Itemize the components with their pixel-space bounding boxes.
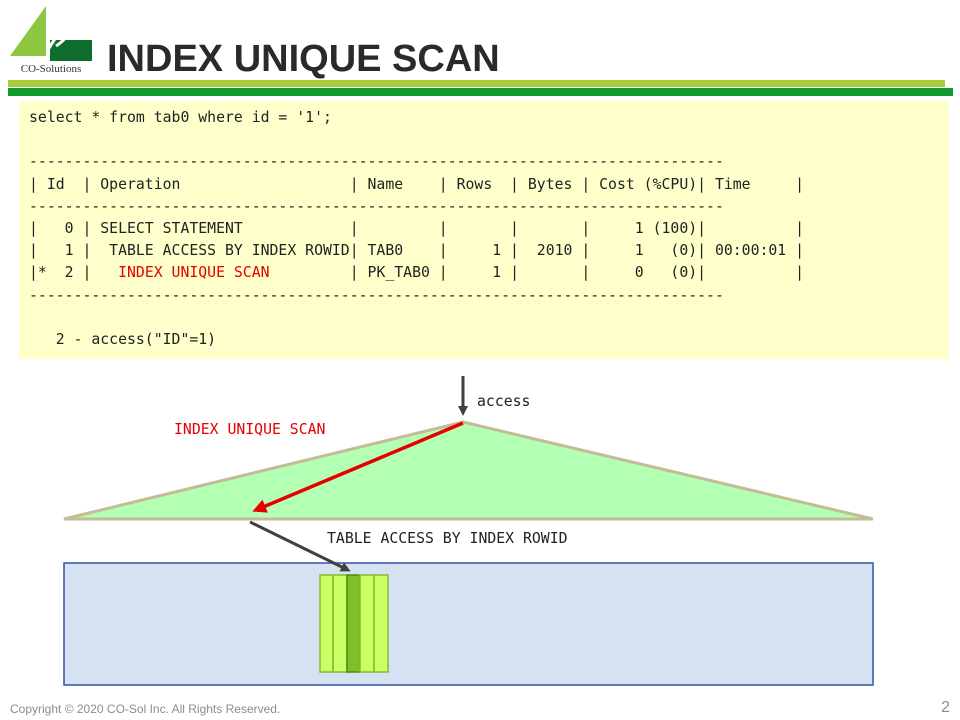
index-unique-scan-label: INDEX UNIQUE SCAN xyxy=(174,421,326,438)
plan-row-2-suffix: | PK_TAB0 | 1 | | 0 (0)| | xyxy=(269,264,805,282)
plan-row-2-prefix: |* 2 | xyxy=(29,264,119,282)
index-tree-triangle xyxy=(63,420,874,521)
table-data-blocks xyxy=(319,574,389,673)
table-block xyxy=(63,562,874,686)
plan-divider-bottom: ----------------------------------------… xyxy=(29,286,724,304)
logo-swoosh xyxy=(46,24,72,51)
predicate-info: 2 - access("ID"=1) xyxy=(29,331,217,349)
target-data-block xyxy=(346,574,361,673)
plan-row-2-operation: INDEX UNIQUE SCAN xyxy=(118,264,270,282)
plan-divider-top: ----------------------------------------… xyxy=(29,153,724,171)
index-scan-arrow xyxy=(252,421,464,513)
plan-row-2: |* 2 | INDEX UNIQUE SCAN | PK_TAB0 | 1 |… xyxy=(29,264,804,281)
sql-query: select * from tab0 where id = '1'; xyxy=(29,109,332,126)
page-title: INDEX UNIQUE SCAN xyxy=(107,38,500,80)
execution-plan-block: select * from tab0 where id = '1'; -----… xyxy=(19,101,949,359)
data-block xyxy=(319,574,334,673)
title-underline-light xyxy=(8,80,945,87)
data-block xyxy=(373,574,389,673)
access-label: access xyxy=(477,393,531,410)
title-underline-dark xyxy=(8,88,953,96)
copyright-footer: Copyright © 2020 CO-Sol Inc. All Rights … xyxy=(10,702,281,716)
page-number: 2 xyxy=(941,699,950,716)
table-access-label: TABLE ACCESS BY INDEX ROWID xyxy=(327,530,568,547)
data-block xyxy=(332,574,348,673)
plan-row-1: | 1 | TABLE ACCESS BY INDEX ROWID| TAB0 … xyxy=(29,242,805,260)
table-access-arrow xyxy=(249,520,351,572)
plan-row-0: | 0 | SELECT STATEMENT | | | | 1 (100)| … xyxy=(29,220,805,238)
logo-green-triangle xyxy=(10,6,46,56)
plan-divider-header: ----------------------------------------… xyxy=(29,197,724,215)
data-block xyxy=(359,574,375,673)
plan-header-row: | Id | Operation | Name | Rows | Bytes |… xyxy=(29,175,805,193)
logo-text: CO-Solutions xyxy=(10,61,92,77)
